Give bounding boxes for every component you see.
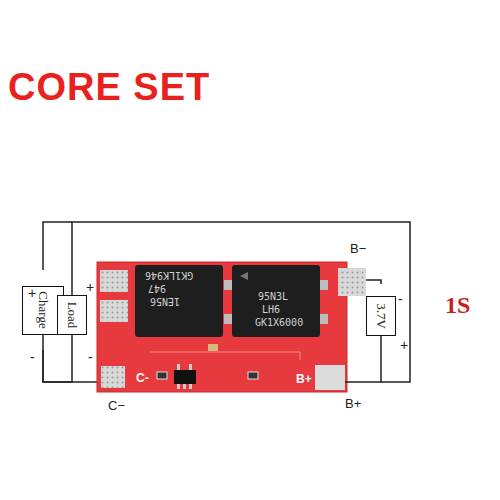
terminal-label: - xyxy=(398,292,403,306)
pcb xyxy=(97,262,347,392)
chip-marking: 95N3L xyxy=(258,292,288,302)
terminal-label: B+ xyxy=(345,397,361,410)
config-label: 1S xyxy=(445,293,470,317)
terminal-label: + xyxy=(400,338,408,352)
bminus-pad xyxy=(338,268,366,296)
terminal-label: + xyxy=(28,286,36,300)
mosfet xyxy=(135,265,232,337)
resistor-box: Load xyxy=(57,295,88,335)
resistor-box: 3.7V xyxy=(366,296,396,336)
component-label: 3.7V xyxy=(373,303,389,329)
resistor xyxy=(248,372,258,379)
terminal-label: C− xyxy=(108,399,125,412)
chip-marking: 1EN56 xyxy=(150,296,180,306)
bplus-pad xyxy=(315,365,345,390)
terminal-label: - xyxy=(88,350,93,364)
pad xyxy=(100,270,128,292)
mosfet xyxy=(232,265,328,337)
pad xyxy=(100,300,128,322)
chip-marking: 947 xyxy=(148,283,166,293)
chip-marking: GK1LK946 xyxy=(145,270,193,280)
bplus-wire xyxy=(345,381,381,383)
terminal-label: B− xyxy=(350,242,366,255)
wire xyxy=(72,222,410,382)
cminus-pad xyxy=(101,366,125,388)
chip-marking: LH6 xyxy=(262,305,280,315)
terminal-label: C- xyxy=(136,372,149,384)
protection-ic xyxy=(174,364,196,389)
wire xyxy=(43,335,72,383)
terminal-label: - xyxy=(30,350,35,364)
terminal-label: + xyxy=(86,280,94,294)
chip-marking: GK1X6000 xyxy=(255,318,303,328)
resistor xyxy=(157,372,167,379)
component-label: Charge xyxy=(35,291,51,328)
title: CORE SET xyxy=(8,66,210,109)
component-label: Load xyxy=(64,302,80,329)
capacitor xyxy=(208,344,218,351)
charge-top-wire xyxy=(43,222,72,270)
terminal-label: B+ xyxy=(296,373,312,385)
